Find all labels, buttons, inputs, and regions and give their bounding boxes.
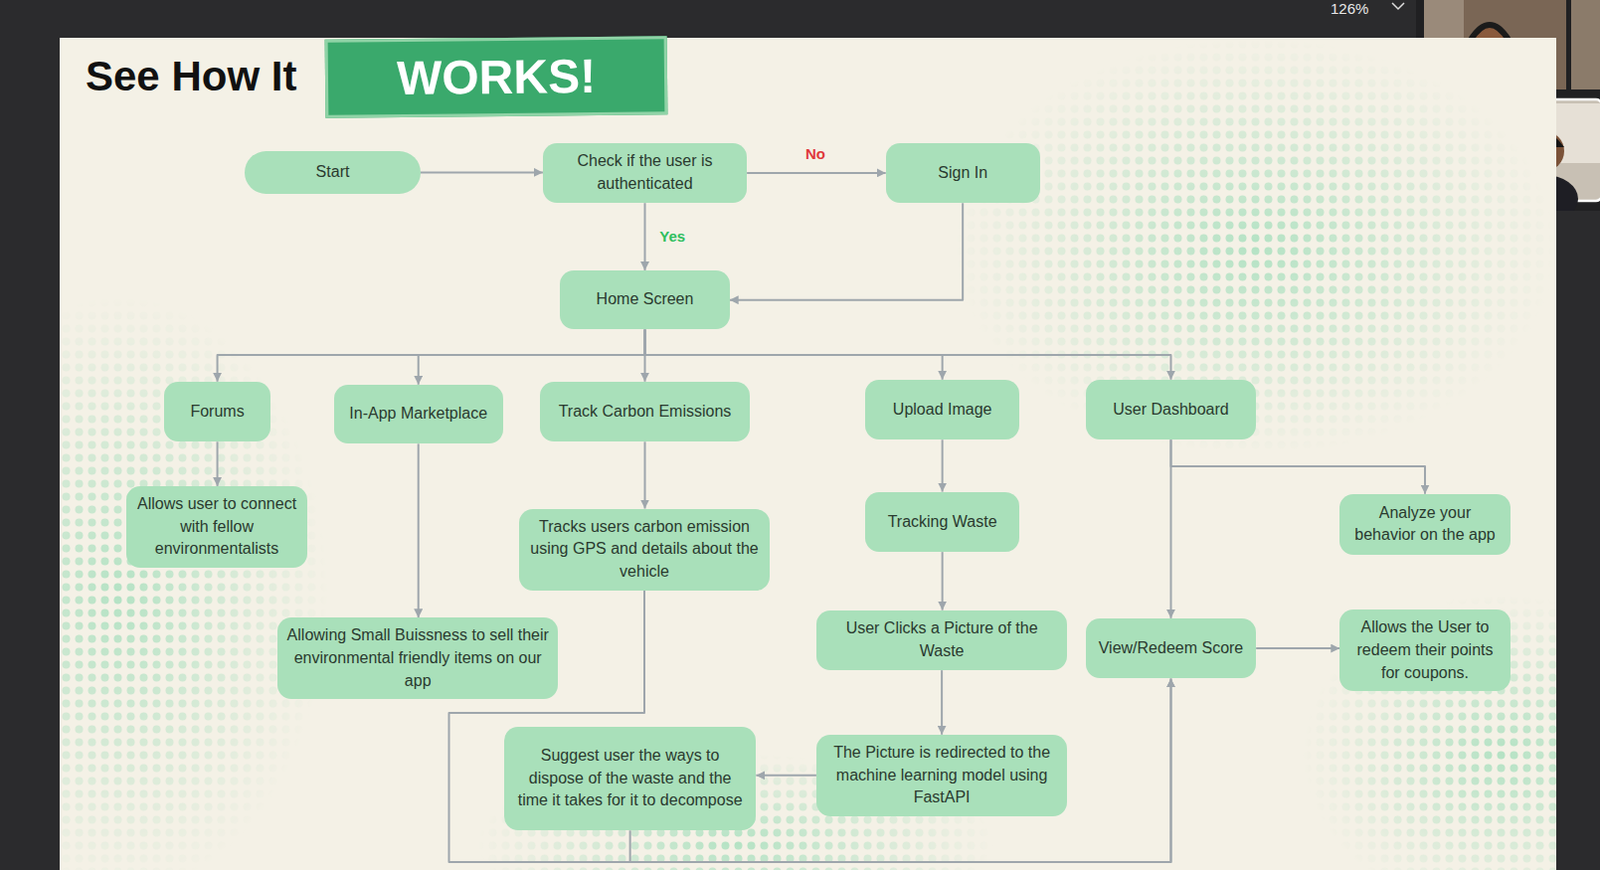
node-text: Analyze your behavior on the app (1348, 502, 1501, 547)
node-text: User Clicks a Picture of the Waste (825, 617, 1059, 663)
slide-title: See How It (85, 52, 297, 101)
process-box: Track Carbon Emissions (539, 381, 750, 443)
process-box: User Clicks a Picture of the Waste (816, 610, 1067, 672)
connector-arrow (1170, 439, 1425, 494)
start-terminal: Start (244, 151, 420, 194)
connector-arrow (729, 202, 963, 300)
node-text: Suggest user the ways to dispose of the … (513, 744, 747, 813)
process-box: Tracking Waste (865, 492, 1020, 553)
connector-arrow (418, 329, 646, 384)
edge-label: No (802, 144, 829, 162)
node-text: Check if the user is authenticated (551, 150, 738, 195)
connector-arrow (645, 329, 1172, 379)
node-text: Tracks users carbon emission using GPS a… (528, 516, 760, 584)
connector-arrow (1169, 439, 1172, 619)
description-box: Allows user to connect with fellow envir… (126, 486, 308, 568)
node-text: Allows user to connect with fellow envir… (135, 493, 299, 561)
halftone-dots (954, 37, 1557, 456)
node-text: Home Screen (596, 288, 695, 312)
connector-arrow (1255, 647, 1340, 650)
decision-box: Check if the user is authenticated (542, 143, 747, 204)
zoom-level: 126% (1330, 0, 1369, 17)
process-box: In-App Marketplace (334, 384, 504, 445)
connector-arrow (940, 670, 943, 735)
banner-text: WORKS! (396, 48, 597, 106)
zoom-chevron (1392, 2, 1405, 9)
connector-arrow (217, 329, 646, 381)
connector-arrow (941, 439, 944, 492)
connector-arrow (420, 171, 543, 174)
connector-arrow (746, 172, 887, 175)
connector-arrow (644, 329, 647, 381)
description-box: The Picture is redirected to the machine… (816, 734, 1067, 817)
node-text: Sign In (937, 162, 988, 185)
connector-arrow (941, 551, 944, 611)
node-text: Allows the User to redeem their points f… (1348, 616, 1501, 685)
process-box: View/Redeem Score (1085, 618, 1256, 680)
process-box: User Dashboard (1085, 379, 1256, 441)
halftone-dots (59, 296, 329, 870)
zoom-text: 126% (1330, 0, 1369, 17)
description-box: Allows the User to redeem their points f… (1339, 609, 1510, 692)
description-box: Allowing Small Buissness to sell their e… (277, 617, 558, 700)
node-text: Tracking Waste (888, 511, 998, 534)
description-box: Tracks users carbon emission using GPS a… (519, 509, 769, 591)
node-text: Start (316, 161, 351, 184)
process-box: Forums (164, 381, 271, 443)
video-tile (1571, 0, 1600, 90)
node-text: Upload Image (892, 398, 993, 422)
node-text: Allowing Small Buissness to sell their e… (286, 624, 549, 693)
node-text: Track Carbon Emissions (558, 400, 732, 424)
connector-arrow (216, 441, 219, 487)
node-text: User Dashboard (1112, 398, 1230, 422)
process-box: Upload Image (865, 379, 1020, 441)
node-text: Forums (189, 400, 244, 424)
process-box: Home Screen (559, 270, 729, 331)
process-box: Sign In (886, 143, 1041, 204)
connector-arrow (644, 441, 647, 509)
node-text: The Picture is redirected to the machine… (825, 741, 1059, 810)
node-text: In-App Marketplace (349, 402, 488, 426)
description-box: Analyze your behavior on the app (1339, 494, 1510, 556)
connector-arrow (645, 329, 943, 379)
title-text: See How It (85, 52, 297, 100)
node-text: View/Redeem Score (1098, 637, 1245, 661)
edge-label: Yes (656, 227, 689, 245)
connector-arrow (417, 443, 420, 618)
connector-arrow (755, 774, 817, 777)
description-box: Suggest user the ways to dispose of the … (504, 726, 756, 832)
halftone-dots (1302, 594, 1557, 870)
title-banner: WORKS! (325, 35, 669, 119)
connector-arrow (644, 202, 647, 271)
